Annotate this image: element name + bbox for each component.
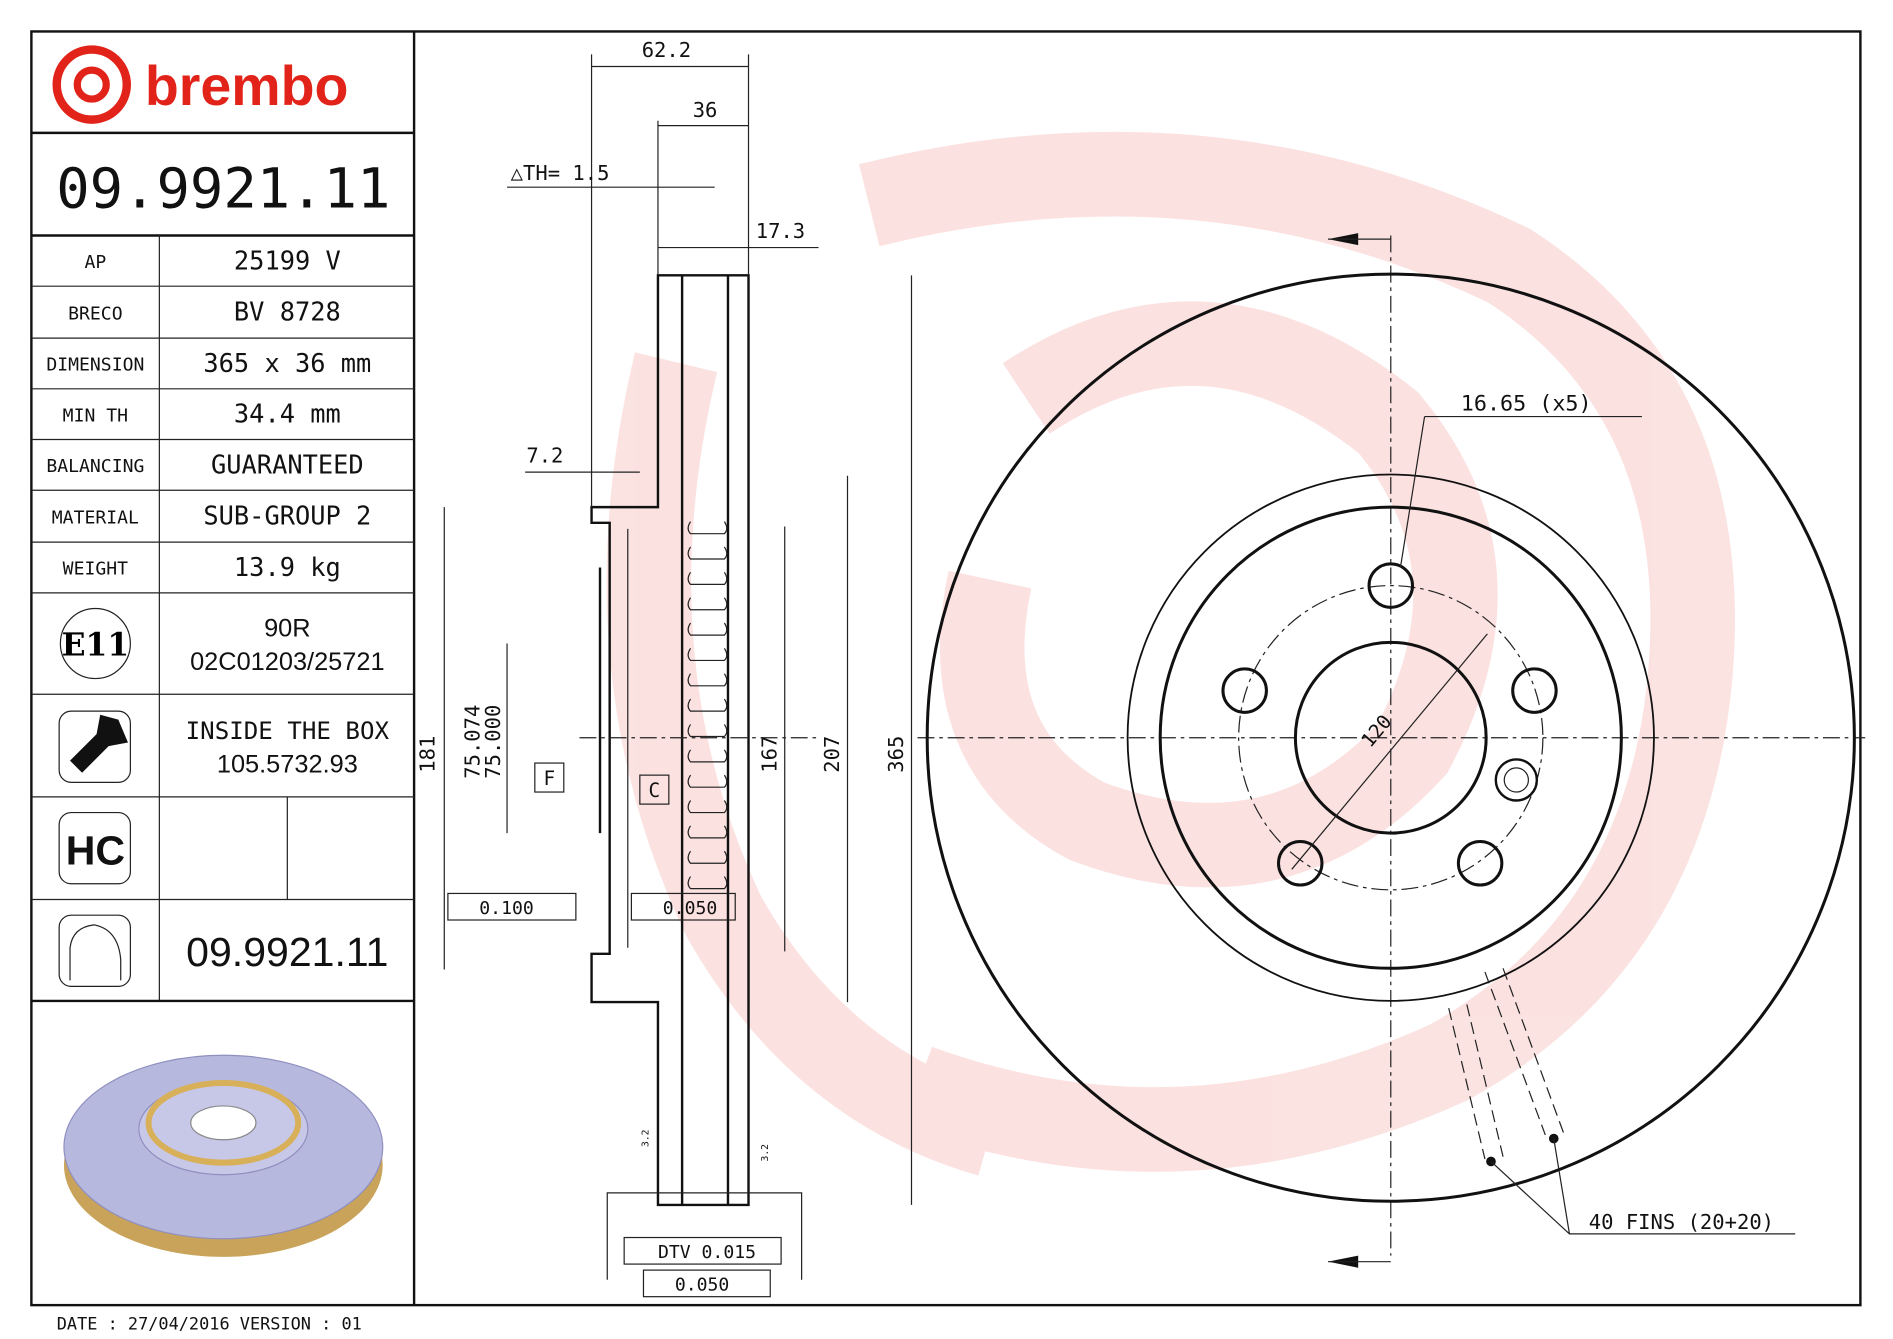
spec-label: BALANCING [46,456,144,477]
spec-row: DIMENSION 365 x 36 mm [31,348,415,390]
svg-text:0.100: 0.100 [479,898,533,919]
spec-label: AP [84,252,106,273]
bolt-hole [1221,667,1268,714]
section-view: 62.2 36 △TH= 1.5 17.3 7.2 181 75.074 75.… [416,38,913,1298]
svg-text:0.050: 0.050 [663,898,717,919]
spec-value: 365 x 36 mm [203,348,371,378]
svg-text:E11: E11 [62,628,130,664]
spec-value: GUARANTEED [211,449,364,479]
spec-label: MATERIAL [52,507,139,528]
part-number: 09.9921.11 [56,157,390,222]
svg-text:75.000: 75.000 [481,705,505,779]
svg-text:16.65 (x5): 16.65 (x5) [1461,392,1592,417]
disc-render [63,1054,384,1257]
bolt-hole [1456,840,1504,887]
svg-text:02C01203/25721: 02C01203/25721 [190,648,384,676]
svg-text:105.5732.93: 105.5732.93 [217,751,358,779]
svg-text:INSIDE THE BOX: INSIDE THE BOX [186,717,390,745]
svg-text:DTV 0.015: DTV 0.015 [658,1242,756,1263]
spec-value: SUB-GROUP 2 [203,501,371,531]
spec-value: 25199 V [234,245,341,275]
spec-row: MIN TH 34.4 mm [31,399,415,441]
hc-icon [58,811,131,885]
bolt-hole [1367,562,1415,609]
svg-text:207: 207 [820,736,844,773]
svg-text:62.2: 62.2 [642,38,691,62]
spec-label: MIN TH [63,405,128,426]
bolt-hole [1276,840,1324,887]
svg-text:181: 181 [416,736,440,773]
spec-value: 34.4 mm [234,399,341,429]
drawing-frame [30,30,1862,1307]
svg-text:167: 167 [757,736,781,773]
spec-label: DIMENSION [46,355,144,376]
screw-icon [58,710,131,783]
svg-text:75.074: 75.074 [460,705,484,779]
svg-text:7.2: 7.2 [526,443,563,467]
bolt-hole [1511,667,1558,714]
fins-label: 40 FINS (20+20) [1589,1210,1774,1234]
svg-text:3.2: 3.2 [760,1144,771,1161]
disc-reference: 09.9921.11 [186,929,388,975]
spec-label: BRECO [68,303,122,324]
svg-text:△TH= 1.5: △TH= 1.5 [511,161,610,185]
spec-label: WEIGHT [63,559,128,580]
svg-text:36: 36 [693,98,718,122]
e11-icon [59,607,131,680]
svg-text:brembo: brembo [145,55,349,117]
svg-text:365: 365 [884,736,908,773]
brembo-logo: brembo [52,45,349,124]
disc-icon [58,914,131,988]
brembo-watermark [606,131,1735,1176]
svg-text:3.2: 3.2 [640,1130,651,1147]
date-version: DATE : 27/04/2016 VERSION : 01 [57,1313,362,1333]
spec-row: BRECO BV 8728 [31,297,415,339]
spec-row: MATERIAL SUB-GROUP 2 [31,501,415,543]
svg-text:HC: HC [66,827,125,873]
spec-value: 13.9 kg [234,552,341,582]
spec-row: AP 25199 V [31,245,415,287]
spec-row: WEIGHT 13.9 kg [31,552,415,594]
svg-text:C: C [649,779,661,802]
svg-text:17.3: 17.3 [756,219,805,243]
title-block: brembo 09.9921.11 AP 25199 V BRECO BV 8728D… [31,45,415,1257]
svg-text:90R: 90R [264,614,310,642]
spec-row: BALANCING GUARANTEED [31,449,415,491]
svg-text:0.050: 0.050 [675,1275,729,1296]
svg-text:F: F [543,767,555,790]
spec-value: BV 8728 [234,297,341,327]
